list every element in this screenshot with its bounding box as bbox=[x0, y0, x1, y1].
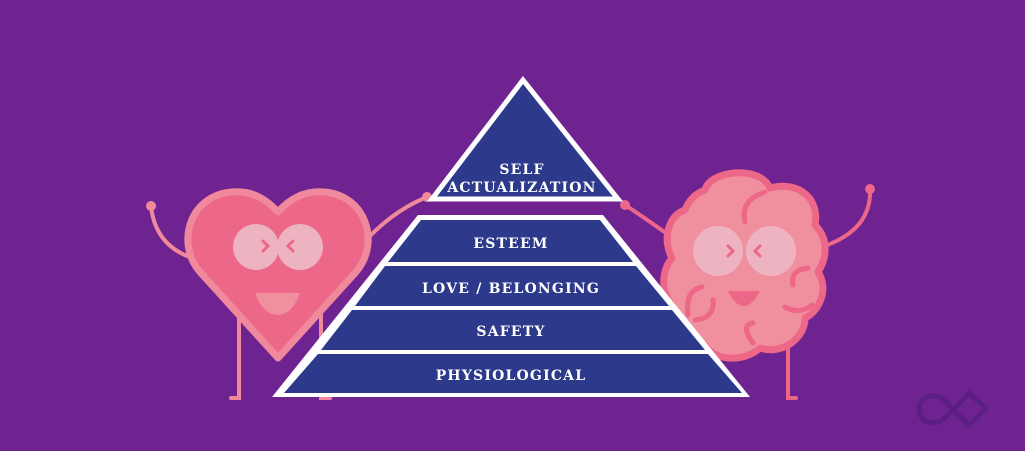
brain-leg bbox=[786, 338, 798, 400]
brain-character-icon bbox=[620, 169, 875, 400]
infinity-diamond-logo-icon bbox=[916, 389, 990, 429]
label-safety: SAFETY bbox=[476, 324, 545, 340]
heart-character-icon bbox=[146, 188, 432, 400]
pyramid-level-love-belonging bbox=[355, 266, 669, 306]
label-physiological: PHYSIOLOGICAL bbox=[436, 368, 587, 384]
label-actualization: ACTUALIZATION bbox=[446, 180, 596, 196]
label-love-belonging: LOVE / BELONGING bbox=[422, 281, 600, 297]
pyramid-level-physiological bbox=[284, 354, 742, 393]
label-esteem: ESTEEM bbox=[473, 236, 548, 252]
heart-right-arm bbox=[366, 195, 429, 240]
brain-right-arm bbox=[820, 187, 873, 249]
brain-left-arm bbox=[623, 203, 672, 238]
heart-left-leg bbox=[229, 313, 241, 400]
heart-left-arm bbox=[149, 204, 194, 260]
pyramid-level-esteem bbox=[388, 220, 633, 262]
label-self: SELF bbox=[499, 162, 544, 178]
pyramid-level-safety bbox=[321, 310, 705, 350]
pyramid-level-self-actualization bbox=[426, 75, 624, 202]
pyramid: SELF ACTUALIZATION ESTEEM LOVE / BELONGI… bbox=[272, 75, 750, 397]
